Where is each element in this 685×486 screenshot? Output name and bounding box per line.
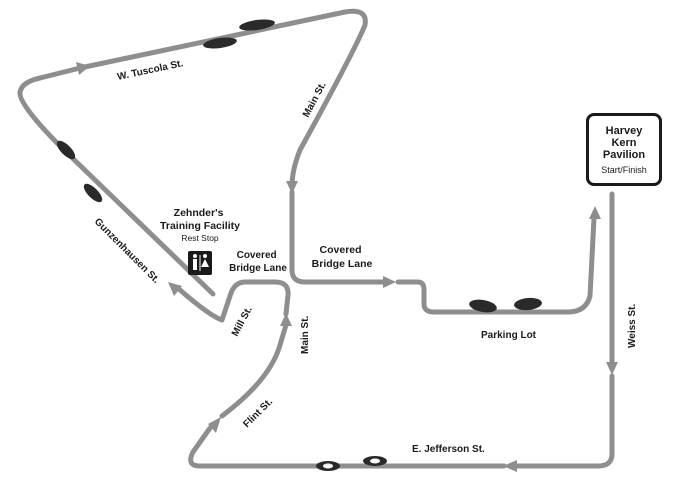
street-label-flint: Flint St. [241, 396, 275, 430]
route-e-jefferson [188, 425, 507, 469]
footprint-icon [363, 456, 387, 466]
arrow-icon [208, 417, 221, 433]
street-label-gunzenhausen: Gunzenhausen St. [92, 216, 162, 286]
covered-bridge-big-label: Covered Bridge Lane [312, 244, 373, 270]
route-main-south [177, 279, 291, 323]
arrow-icon [606, 362, 618, 375]
parking-lot-label: Parking Lot [481, 330, 537, 341]
route-weiss-south [514, 373, 615, 469]
pavilion-line-3: Pavilion [602, 149, 646, 161]
street-label-e-jefferson: E. Jefferson St. [412, 444, 485, 455]
route-flint [219, 322, 289, 419]
street-label-weiss: Weiss St. [627, 304, 638, 348]
arrow-icon [383, 276, 396, 288]
footprint-icon [239, 19, 275, 31]
footprint-icon [316, 461, 340, 471]
street-label-mill: Mill St. [230, 305, 255, 339]
arrow-icon [76, 62, 90, 75]
covered-bridge-small-label: Covered Bridge Lane [229, 250, 287, 274]
pavilion-start-finish: Harvey Kern Pavilion Start/Finish [586, 113, 662, 186]
facility-label: Zehnder's Training Facility [160, 207, 240, 232]
rest-stop-label: Rest Stop [181, 233, 219, 243]
footprint-icon [83, 183, 103, 203]
pavilion-line-2: Kern [611, 137, 637, 149]
footprint-icon [56, 140, 76, 160]
pavilion-title: Harvey Kern Pavilion [589, 125, 659, 161]
pavilion-subtitle: Start/Finish [601, 165, 647, 175]
footprint-icon [514, 297, 542, 311]
pavilion-line-1: Harvey [605, 125, 643, 137]
street-label-w-tuscola: W. Tuscola St. [116, 58, 184, 83]
arrow-icon [503, 460, 517, 472]
footprint-icon [469, 299, 497, 313]
arrow-icon [280, 313, 292, 326]
route-covered-bridge [395, 215, 597, 315]
footprint-icon [203, 37, 237, 49]
arrow-icon [168, 282, 182, 296]
restroom-icon [188, 251, 212, 275]
arrow-icon [589, 206, 601, 219]
route-w-tuscola [17, 8, 368, 297]
arrow-icon [286, 181, 298, 194]
route-main-north [289, 189, 388, 285]
street-label-main-south: Main St. [300, 315, 311, 354]
